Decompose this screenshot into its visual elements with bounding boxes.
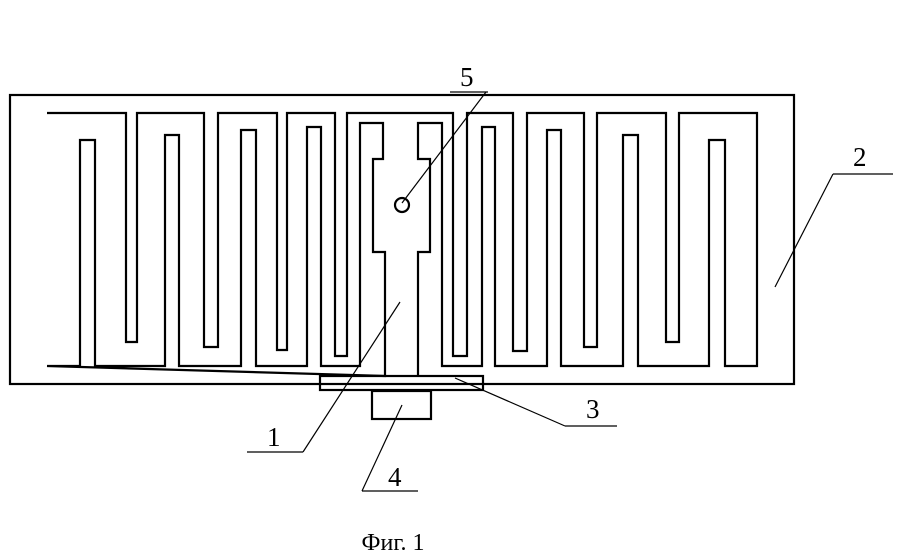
label-5: 5 (460, 62, 474, 92)
substrate-outline (8, 93, 796, 386)
connector-element-4 (370, 389, 433, 421)
leader-line-3 (454, 377, 566, 427)
label-2: 2 (853, 142, 867, 172)
meander-conductor (46, 111, 759, 378)
label-4: 4 (388, 462, 402, 492)
leader-line-2 (774, 173, 834, 288)
hole-element-5 (393, 196, 411, 214)
leader-line-1 (302, 301, 401, 453)
figure-caption: Фиг. 1 (362, 530, 425, 555)
label-1: 1 (267, 422, 281, 452)
leader-line-4 (361, 404, 403, 492)
label-3: 3 (586, 394, 600, 424)
leader-line-5 (401, 91, 487, 204)
